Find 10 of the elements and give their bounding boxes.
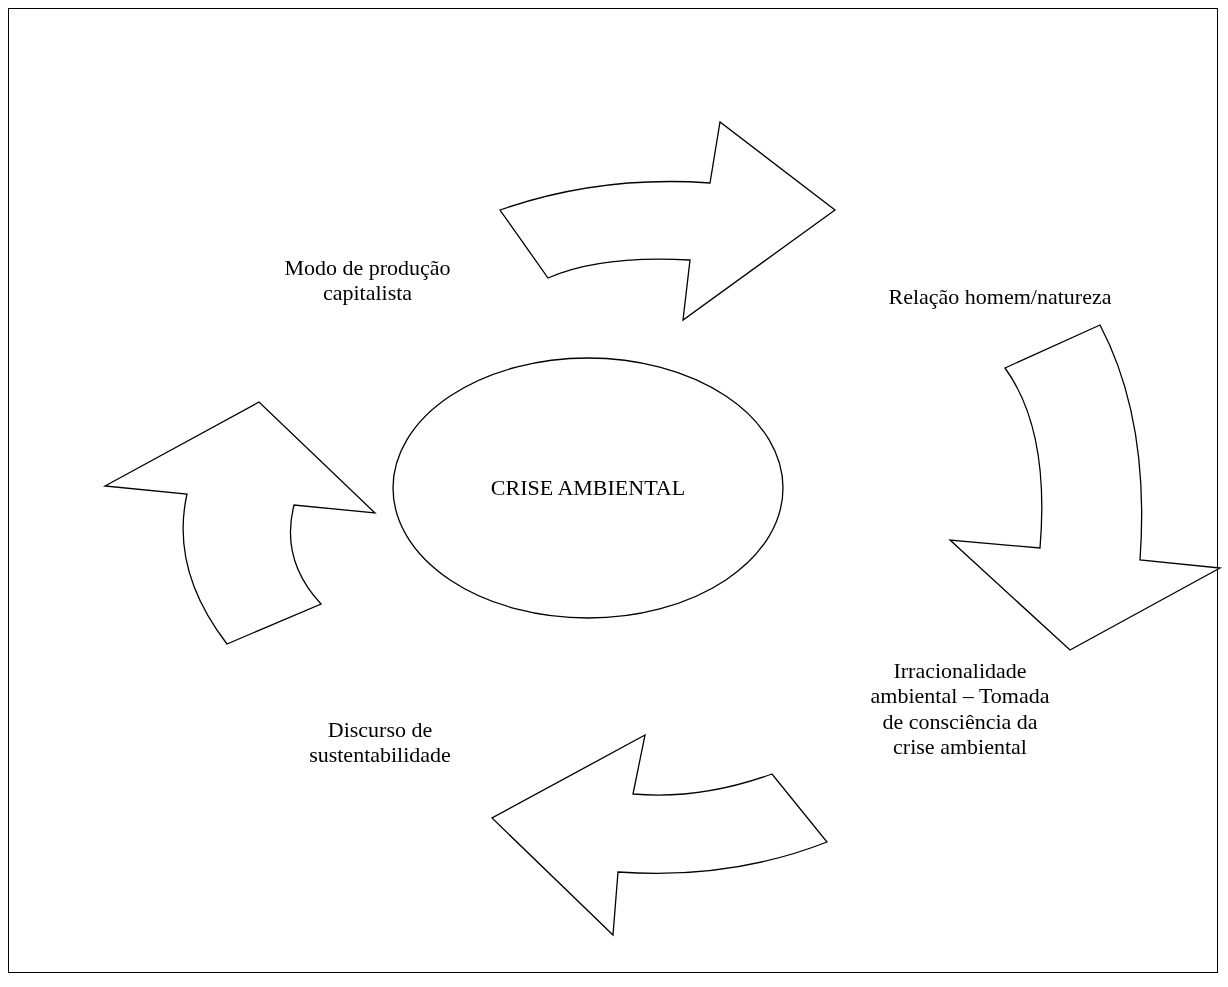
caption-text: Relação homem/natureza	[888, 284, 1112, 310]
curved-block-arrow	[499, 121, 836, 321]
ellipse-label: CRISE AMBIENTAL	[490, 475, 686, 501]
curved-block-arrow	[949, 324, 1221, 651]
caption-text: Irracionalidade ambiental – Tomada de consciência da crise ambiental	[869, 657, 1051, 760]
curved-block-arrow	[104, 401, 376, 645]
caption-text: Discurso de sustentabilidade	[308, 716, 452, 768]
caption-text: Modo de produção capitalista	[283, 254, 452, 306]
curved-block-arrow	[491, 734, 828, 936]
central-ellipse	[392, 357, 784, 619]
